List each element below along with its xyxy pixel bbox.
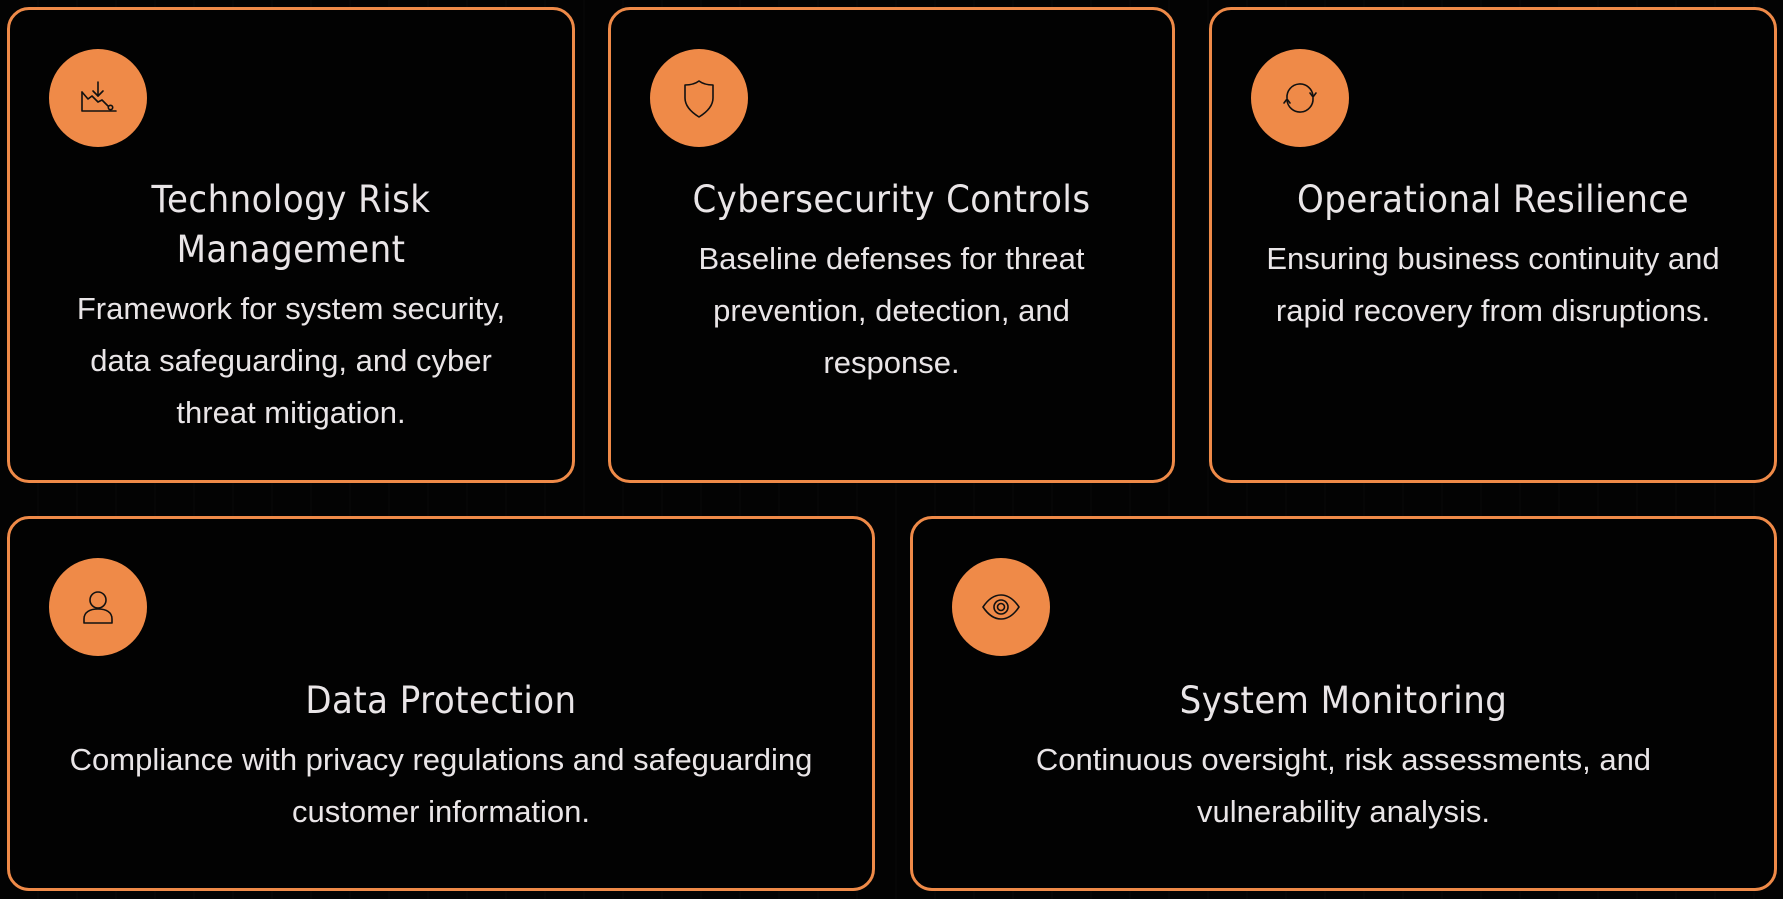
card-description: Compliance with privacy regulations and … [69, 742, 813, 829]
chart-decline-icon [49, 49, 147, 147]
card-operational-resilience: Operational Resilience Ensuring business… [1209, 7, 1777, 483]
card-title: Technology Risk Management [151, 178, 431, 271]
card-content: System Monitoring Continuous oversight, … [933, 676, 1754, 838]
card-title: Data Protection [305, 679, 577, 722]
card-content: Technology Risk Management Framework for… [30, 175, 552, 439]
card-description: Baseline defenses for threat prevention,… [698, 241, 1085, 380]
user-icon [49, 558, 147, 656]
card-content: Cybersecurity Controls Baseline defenses… [631, 175, 1152, 389]
card-technology-risk-management: Technology Risk Management Framework for… [7, 7, 575, 483]
card-cybersecurity-controls: Cybersecurity Controls Baseline defenses… [608, 7, 1175, 483]
card-system-monitoring: System Monitoring Continuous oversight, … [910, 516, 1777, 891]
card-title: Operational Resilience [1296, 178, 1690, 221]
refresh-icon [1251, 49, 1349, 147]
card-description: Framework for system security, data safe… [76, 291, 506, 430]
card-content: Operational Resilience Ensuring business… [1232, 175, 1754, 337]
eye-icon [952, 558, 1050, 656]
card-description: Continuous oversight, risk assessments, … [1035, 742, 1652, 829]
card-title: System Monitoring [1179, 679, 1508, 722]
shield-icon [650, 49, 748, 147]
card-content: Data Protection Compliance with privacy … [30, 676, 852, 838]
card-description: Ensuring business continuity and rapid r… [1266, 241, 1720, 328]
card-data-protection: Data Protection Compliance with privacy … [7, 516, 875, 891]
card-title: Cybersecurity Controls [692, 178, 1091, 221]
